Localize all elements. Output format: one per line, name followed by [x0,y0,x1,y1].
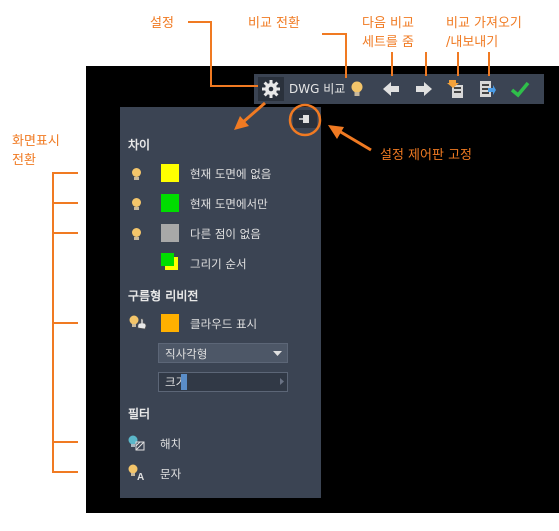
annotation-settings: 설정 [150,16,174,31]
annotation-line [188,21,212,23]
revcloud-section-title: 구름형 리비전 [128,289,199,303]
text-label: 문자 [160,467,182,481]
diff-row-2-bulb-icon[interactable] [132,198,141,210]
shape-value: 직사각형 [165,347,208,361]
annotation-line [52,202,78,204]
cloud-color[interactable] [161,314,179,332]
size-slider[interactable]: 크기 [158,372,288,392]
hatch-toggle-icon[interactable] [127,434,147,452]
checkmark-icon[interactable] [510,80,530,98]
filter-section-title: 필터 [128,407,151,421]
annotation-line [457,52,459,76]
annotation-display-toggle-line2: 전환 [12,153,36,168]
annotation-line [52,471,78,473]
annotation-next-prev: 다음 비교 세트를 줌 [362,12,414,50]
toolbar-title: DWG 비교 [289,82,346,96]
annotation-line [52,322,78,324]
diff-row-2-color[interactable] [161,194,179,212]
annotation-line [345,33,347,78]
previous-arrow-icon[interactable] [381,80,401,98]
pin-icon [299,115,309,123]
hatch-label: 해치 [160,437,182,451]
next-arrow-icon[interactable] [414,80,434,98]
annotation-display-toggle-line1: 화면표시 [12,134,60,149]
text-toggle-icon[interactable]: A [127,463,147,481]
annotation-line [52,232,78,234]
annotation-arrow [234,101,266,130]
chevron-down-icon [273,351,282,356]
diff-row-3-bulb-icon[interactable] [132,228,141,240]
annotation-next-prev-line2: 세트를 줌 [362,35,414,50]
annotation-circle [288,103,322,137]
annotation-pin-panel: 설정 제어판 고정 [380,148,472,163]
size-label: 크기 [165,375,187,389]
annotation-display-toggle: 화면표시 전환 [12,130,60,168]
settings-button[interactable] [258,77,284,101]
pin-button[interactable] [293,110,317,128]
diff-row-1-bulb-icon[interactable] [132,168,141,180]
annotation-compare-toggle: 비교 전환 [248,16,300,31]
annotation-import-export: 비교 가져오기 /내보내기 [446,12,522,50]
draw-order-label: 그리기 순서 [190,257,247,271]
diff-row-1-color[interactable] [161,164,179,182]
chevron-right-icon [280,378,284,385]
slider-thumb[interactable] [181,374,187,390]
cloud-bulb-icon[interactable] [127,313,149,331]
settings-panel [120,107,321,498]
annotation-line [488,52,490,76]
annotation-line [210,21,212,86]
annotation-line [391,52,393,76]
shape-dropdown[interactable]: 직사각형 [158,343,288,363]
annotation-import-export-line1: 비교 가져오기 [446,16,522,31]
gear-icon [262,80,280,98]
annotation-line [322,33,347,35]
diff-row-3-color[interactable] [161,224,179,242]
annotation-line [210,85,258,87]
annotation-line [52,172,78,174]
export-icon[interactable] [478,79,496,99]
annotation-line [425,52,427,76]
annotation-line [52,441,78,443]
draw-order-icon[interactable] [160,252,180,272]
diff-row-1-label: 현재 도면에 없음 [190,167,272,181]
svg-text:A: A [137,472,144,481]
diff-row-3-label: 다른 점이 없음 [190,227,261,241]
import-icon[interactable] [447,79,465,99]
annotation-import-export-line2: /내보내기 [446,35,499,50]
diff-row-2-label: 현재 도면에서만 [190,197,268,211]
compare-toggle-bulb-icon[interactable] [350,80,364,98]
cloud-display-label: 클라우드 표시 [190,317,258,331]
diff-section-title: 차이 [128,138,151,152]
annotation-next-prev-line1: 다음 비교 [362,16,414,31]
annotation-arrow [328,125,372,152]
